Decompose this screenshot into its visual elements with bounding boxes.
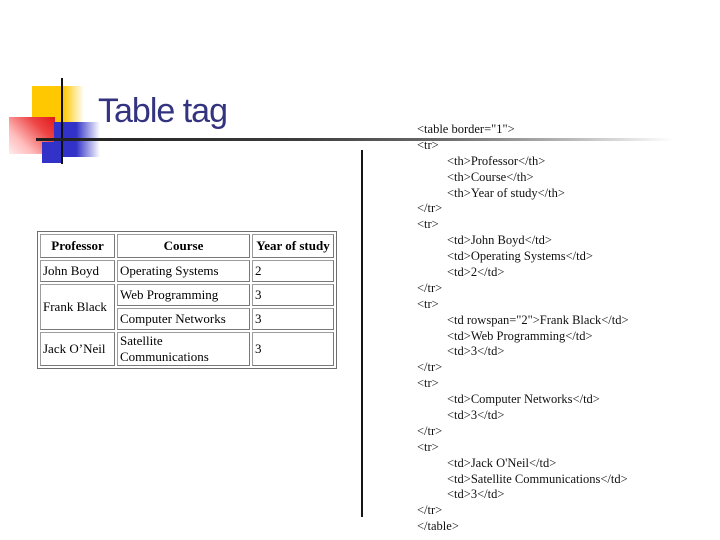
code-line: <td>3</td> xyxy=(447,408,505,423)
code-block: <table border="1"><tr><th>Professor</th>… xyxy=(417,122,629,535)
table-header-cell: Professor xyxy=(40,234,115,258)
code-line: <tr> xyxy=(417,137,439,152)
code-line: <td>3</td> xyxy=(447,487,505,502)
accent-vertical-line xyxy=(61,78,63,164)
code-line: <td>3</td> xyxy=(447,344,505,359)
code-line: <th>Year of study</th> xyxy=(447,185,565,200)
code-line: <tr> xyxy=(417,376,439,391)
code-line: </table> xyxy=(417,519,459,534)
code-line: <td rowspan="2">Frank Black</td> xyxy=(447,312,629,327)
table-cell: John Boyd xyxy=(40,260,115,282)
table-cell: Web Programming xyxy=(117,284,250,306)
accent-blue-small-square xyxy=(42,142,62,163)
title-underline xyxy=(36,138,686,141)
code-line: <td>Operating Systems</td> xyxy=(447,249,593,264)
table-header-cell: Year of study xyxy=(252,234,334,258)
code-line: <td>Computer Networks</td> xyxy=(447,392,600,407)
code-line: <td>Jack O'Neil</td> xyxy=(447,455,557,470)
table-cell: Operating Systems xyxy=(117,260,250,282)
table-cell: 3 xyxy=(252,308,334,330)
code-line: </tr> xyxy=(417,423,443,438)
table-header-cell: Course xyxy=(117,234,250,258)
code-line: <tr> xyxy=(417,439,439,454)
table-cell: 3 xyxy=(252,284,334,306)
code-line: <table border="1"> xyxy=(417,122,515,136)
slide-title: Table tag xyxy=(98,92,228,130)
table-cell: Satellite Communications xyxy=(117,332,250,366)
table-cell: 2 xyxy=(252,260,334,282)
code-line: <tr> xyxy=(417,296,439,311)
code-divider-line xyxy=(361,150,363,517)
code-line: </tr> xyxy=(417,360,443,375)
code-line: <td>Web Programming</td> xyxy=(447,328,593,343)
table-cell: Jack O’Neil xyxy=(40,332,115,366)
code-line: <td>Satellite Communications</td> xyxy=(447,471,628,486)
table-cell: Computer Networks xyxy=(117,308,250,330)
code-line: <td>2</td> xyxy=(447,265,505,280)
code-line: <th>Course</th> xyxy=(447,169,534,184)
code-line: <tr> xyxy=(417,217,439,232)
code-line: </tr> xyxy=(417,280,443,295)
code-line: </tr> xyxy=(417,201,443,216)
code-line: <th>Professor</th> xyxy=(447,153,546,168)
table-cell: Frank Black xyxy=(40,284,115,330)
code-line: </tr> xyxy=(417,503,443,518)
table-cell: 3 xyxy=(252,332,334,366)
code-line: <td>John Boyd</td> xyxy=(447,233,552,248)
